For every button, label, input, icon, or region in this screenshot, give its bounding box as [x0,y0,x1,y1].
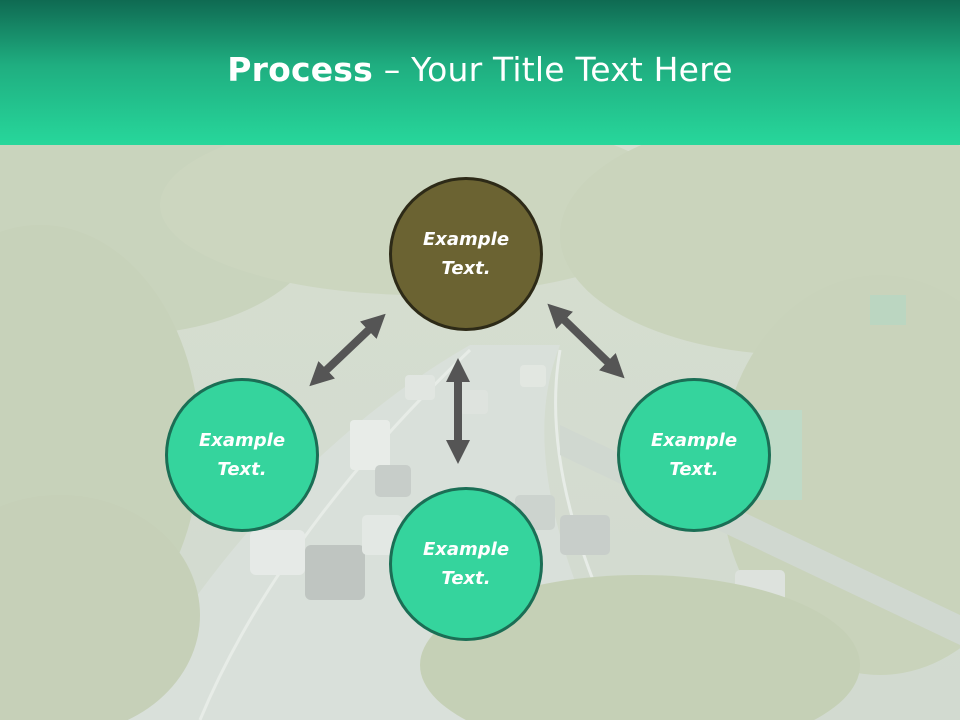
arrow-top-right [547,303,625,379]
process-node-bottom: Example Text. [389,487,543,641]
node-top-label: Example Text. [422,229,510,279]
node-bottom-label: Example Text. [422,539,510,589]
process-node-top: Example Text. [389,177,543,331]
title-separator: – [373,50,412,89]
title-bar: Process – Your Title Text Here [0,0,960,145]
node-left-label: Example Text. [198,430,286,480]
title-bold-part: Process [227,50,373,89]
process-node-right: Example Text. [617,378,771,532]
process-node-left: Example Text. [165,378,319,532]
slide-title: Process – Your Title Text Here [227,50,733,89]
title-rest-part: Your Title Text Here [411,50,733,89]
arrow-top-left [309,313,386,387]
node-right-label: Example Text. [650,430,738,480]
